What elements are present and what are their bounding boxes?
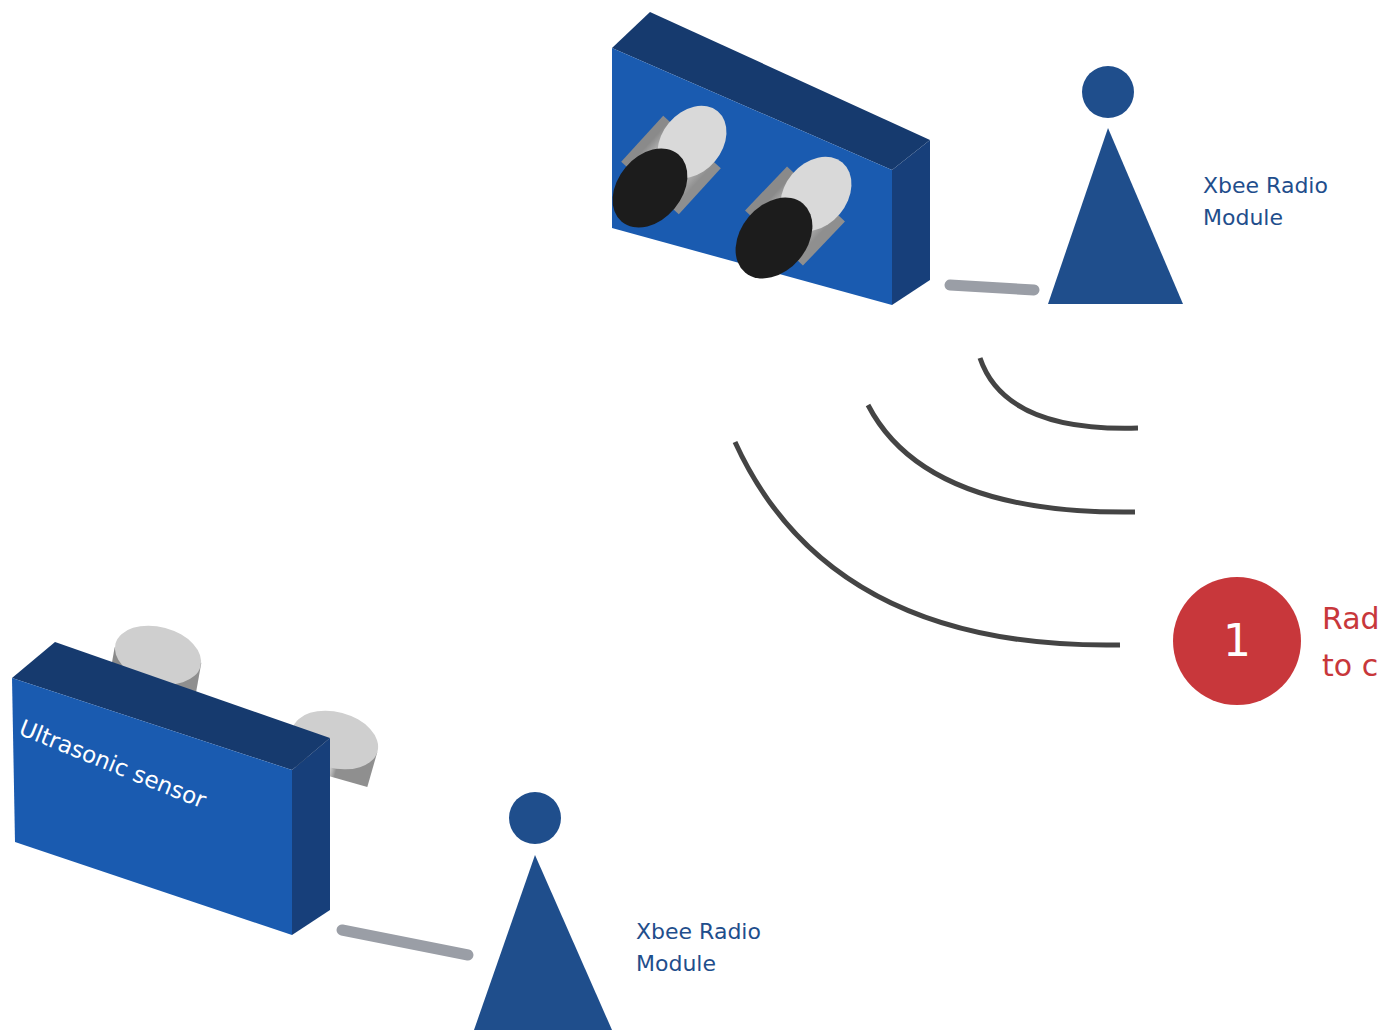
- sensor-front-face: [12, 678, 292, 935]
- transducer-face: [597, 134, 703, 243]
- antenna-head: [509, 792, 561, 844]
- callout-circle-fill: [1173, 577, 1301, 705]
- antenna-gap: [501, 784, 569, 852]
- callout-text: Rad to c: [1322, 596, 1384, 689]
- antenna-gap: [1074, 58, 1142, 126]
- ultrasonic-sensor: [597, 12, 930, 305]
- sensor-label-box: Ultrasonic sensor: [11, 712, 214, 817]
- antenna-body: [1048, 128, 1183, 304]
- radio-waves: [735, 358, 1138, 645]
- sensor-side-face: [892, 140, 930, 305]
- callout-number: 1: [1223, 617, 1251, 665]
- module-label: Xbee Radio Module: [1203, 170, 1388, 234]
- antenna-body: [474, 855, 612, 1030]
- module-label: Xbee Radio Module: [636, 916, 836, 980]
- cable: [950, 285, 1034, 290]
- transducer-face: [720, 182, 828, 293]
- callout-number: 1: [1173, 577, 1301, 705]
- xbee-antenna-icon: [1048, 58, 1183, 304]
- ultrasonic-sensor: [12, 617, 385, 935]
- wave-arc: [735, 442, 1120, 645]
- cable: [342, 930, 468, 955]
- wave-arc: [980, 358, 1138, 428]
- sensor-side-face: [292, 738, 330, 935]
- antenna-head: [1082, 66, 1134, 118]
- xbee-antenna-icon: [474, 784, 612, 1030]
- wave-arc: [868, 405, 1135, 512]
- sensor-label: Ultrasonic sensor: [15, 715, 209, 813]
